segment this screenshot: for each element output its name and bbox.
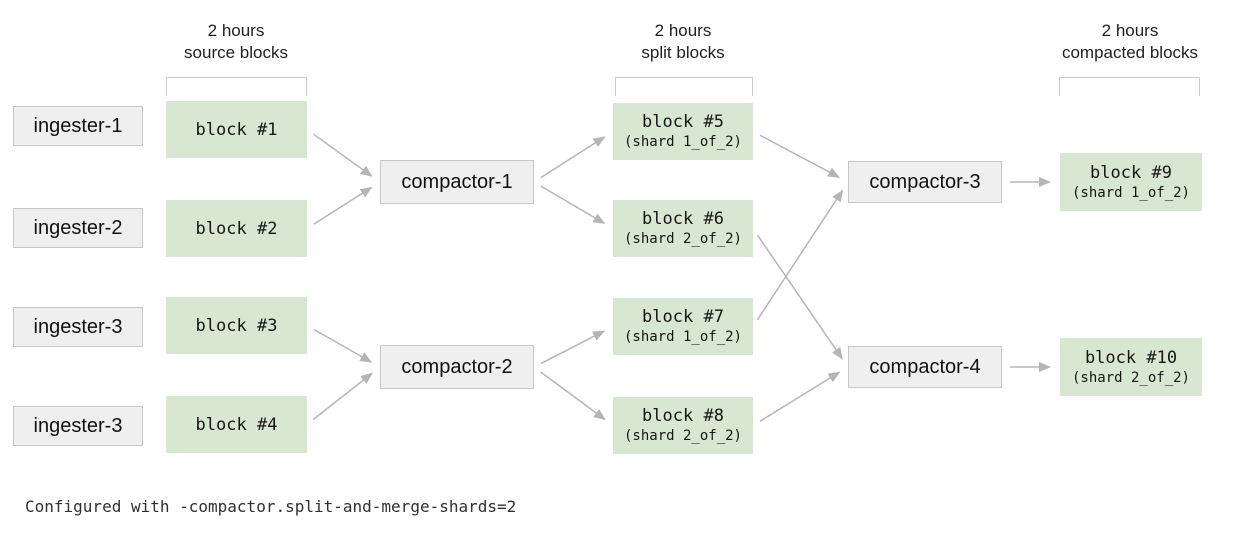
arrow-compactor-1-to-block-6 xyxy=(540,185,606,225)
arrow-block-5-to-compactor-3 xyxy=(759,134,841,178)
block-2-label: block #2 xyxy=(195,218,278,239)
compactor-4-label: compactor-4 xyxy=(869,355,981,378)
node-block-1: block #1 xyxy=(166,101,307,158)
header-compacted-blocks-bracket xyxy=(1059,77,1200,96)
node-block-3: block #3 xyxy=(166,297,307,354)
header-split-blocks: 2 hours split blocks xyxy=(573,20,793,64)
block-3-label: block #3 xyxy=(195,315,278,336)
ingester-1-label: ingester-1 xyxy=(33,114,123,137)
block-10-shard-label: (shard 2_of_2) xyxy=(1071,369,1190,386)
block-8-shard-label: (shard 2_of_2) xyxy=(623,428,742,444)
arrow-block-7-to-compactor-3 xyxy=(756,189,844,321)
arrow-block-2-to-compactor-1 xyxy=(313,186,373,225)
compactor-2-label: compactor-2 xyxy=(401,355,513,378)
node-ingester-3b: ingester-3 xyxy=(13,406,143,446)
node-block-7: block #7 (shard 1_of_2) xyxy=(613,298,753,355)
node-ingester-1: ingester-1 xyxy=(13,106,143,146)
arrow-block-8-to-compactor-4 xyxy=(759,371,841,422)
node-block-9: block #9(shard 1_of_2) xyxy=(1060,153,1202,211)
config-caption: Configured with -compactor.split-and-mer… xyxy=(25,497,517,516)
compactor-3-label: compactor-3 xyxy=(869,170,981,193)
block-6-shard-label: (shard 2_of_2) xyxy=(623,231,742,247)
header-source-blocks: 2 hours source blocks xyxy=(126,20,346,64)
block-5-label: block #5 xyxy=(642,112,724,132)
header-compacted-blocks-line2: compacted blocks xyxy=(1061,43,1199,62)
header-split-blocks-line2: split blocks xyxy=(641,43,725,62)
block-8-label: block #8 xyxy=(642,406,724,426)
node-block-10: block #10(shard 2_of_2) xyxy=(1060,338,1202,396)
block-9-label: block #9 xyxy=(1090,162,1172,183)
block-1-label: block #1 xyxy=(195,119,278,140)
block-9-shard-label: (shard 1_of_2) xyxy=(1071,184,1190,201)
arrow-block-4-to-compactor-2 xyxy=(312,372,373,421)
block-5-shard-label: (shard 1_of_2) xyxy=(623,134,742,150)
node-compactor-4: compactor-4 xyxy=(848,346,1002,388)
arrow-compactor-2-to-block-7 xyxy=(540,330,605,365)
block-6-label: block #6 xyxy=(642,209,724,229)
block-4-label: block #4 xyxy=(195,414,278,435)
block-7-shard-label: (shard 1_of_2) xyxy=(623,329,742,345)
block-7-label: block #7 xyxy=(642,307,724,327)
arrow-block-6-to-compactor-4 xyxy=(756,234,843,360)
header-compacted-blocks-line1: 2 hours xyxy=(1101,21,1159,40)
ingester-3a-label: ingester-3 xyxy=(33,315,123,338)
compactor-1-label: compactor-1 xyxy=(401,170,513,193)
header-split-blocks-line1: 2 hours xyxy=(654,21,712,40)
header-source-blocks-line1: 2 hours xyxy=(207,21,265,40)
node-compactor-3: compactor-3 xyxy=(848,161,1002,203)
header-source-blocks-line2: source blocks xyxy=(184,43,288,62)
arrow-block-1-to-compactor-1 xyxy=(313,133,373,177)
arrow-compactor-2-to-block-8 xyxy=(539,371,606,421)
node-block-8: block #8 (shard 2_of_2) xyxy=(613,397,753,454)
node-compactor-2: compactor-2 xyxy=(380,345,534,389)
node-block-5: block #5 (shard 1_of_2) xyxy=(613,103,753,160)
arrow-block-3-to-compactor-2 xyxy=(313,328,373,363)
block-10-label: block #10 xyxy=(1084,347,1178,368)
node-ingester-2: ingester-2 xyxy=(13,208,143,248)
header-compacted-blocks: 2 hours compacted blocks xyxy=(1020,20,1236,64)
node-block-4: block #4 xyxy=(166,396,307,453)
node-compactor-1: compactor-1 xyxy=(380,160,534,204)
header-source-blocks-bracket xyxy=(166,77,307,96)
node-ingester-3a: ingester-3 xyxy=(13,307,143,347)
node-block-2: block #2 xyxy=(166,200,307,257)
arrow-compactor-1-to-block-5 xyxy=(540,136,606,179)
ingester-2-label: ingester-2 xyxy=(33,216,123,239)
header-split-blocks-bracket xyxy=(615,77,753,96)
ingester-3b-label: ingester-3 xyxy=(33,414,123,437)
node-block-6: block #6 (shard 2_of_2) xyxy=(613,200,753,257)
